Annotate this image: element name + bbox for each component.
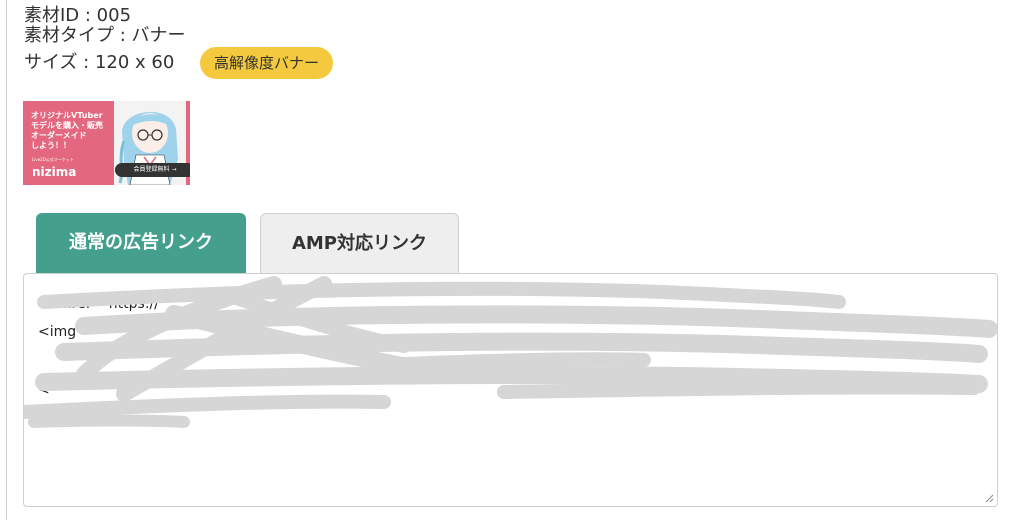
banner-preview: オリジナルVTuber モデルを購入・販売 オーダーメイド しよう！！ Live…	[23, 101, 190, 185]
redaction-scribble	[24, 276, 997, 428]
tab-normal-ad-link[interactable]: 通常の広告リンク	[36, 213, 246, 273]
page-left-border	[6, 0, 7, 520]
code-line-2: <img	[38, 324, 77, 340]
high-resolution-badge: 高解像度バナー	[200, 47, 334, 79]
material-id: 素材ID : 005	[24, 5, 132, 26]
banner-logo: nizima	[32, 165, 77, 179]
tab-amp-link[interactable]: AMP対応リンク	[260, 213, 459, 273]
material-type: 素材タイプ : バナー	[24, 25, 186, 46]
ad-code-textarea[interactable]: <a href="https:// <img </a> <	[23, 273, 998, 507]
banner-headline: オリジナルVTuber モデルを購入・販売 オーダーメイド しよう！！	[31, 111, 103, 150]
banner-signup-button: 会員登録無料 →	[115, 163, 190, 177]
resize-handle-icon[interactable]	[984, 493, 994, 503]
material-size: サイズ : 120 x 60	[24, 52, 175, 73]
banner-subtitle: Live2D公式マーケット	[32, 157, 74, 162]
